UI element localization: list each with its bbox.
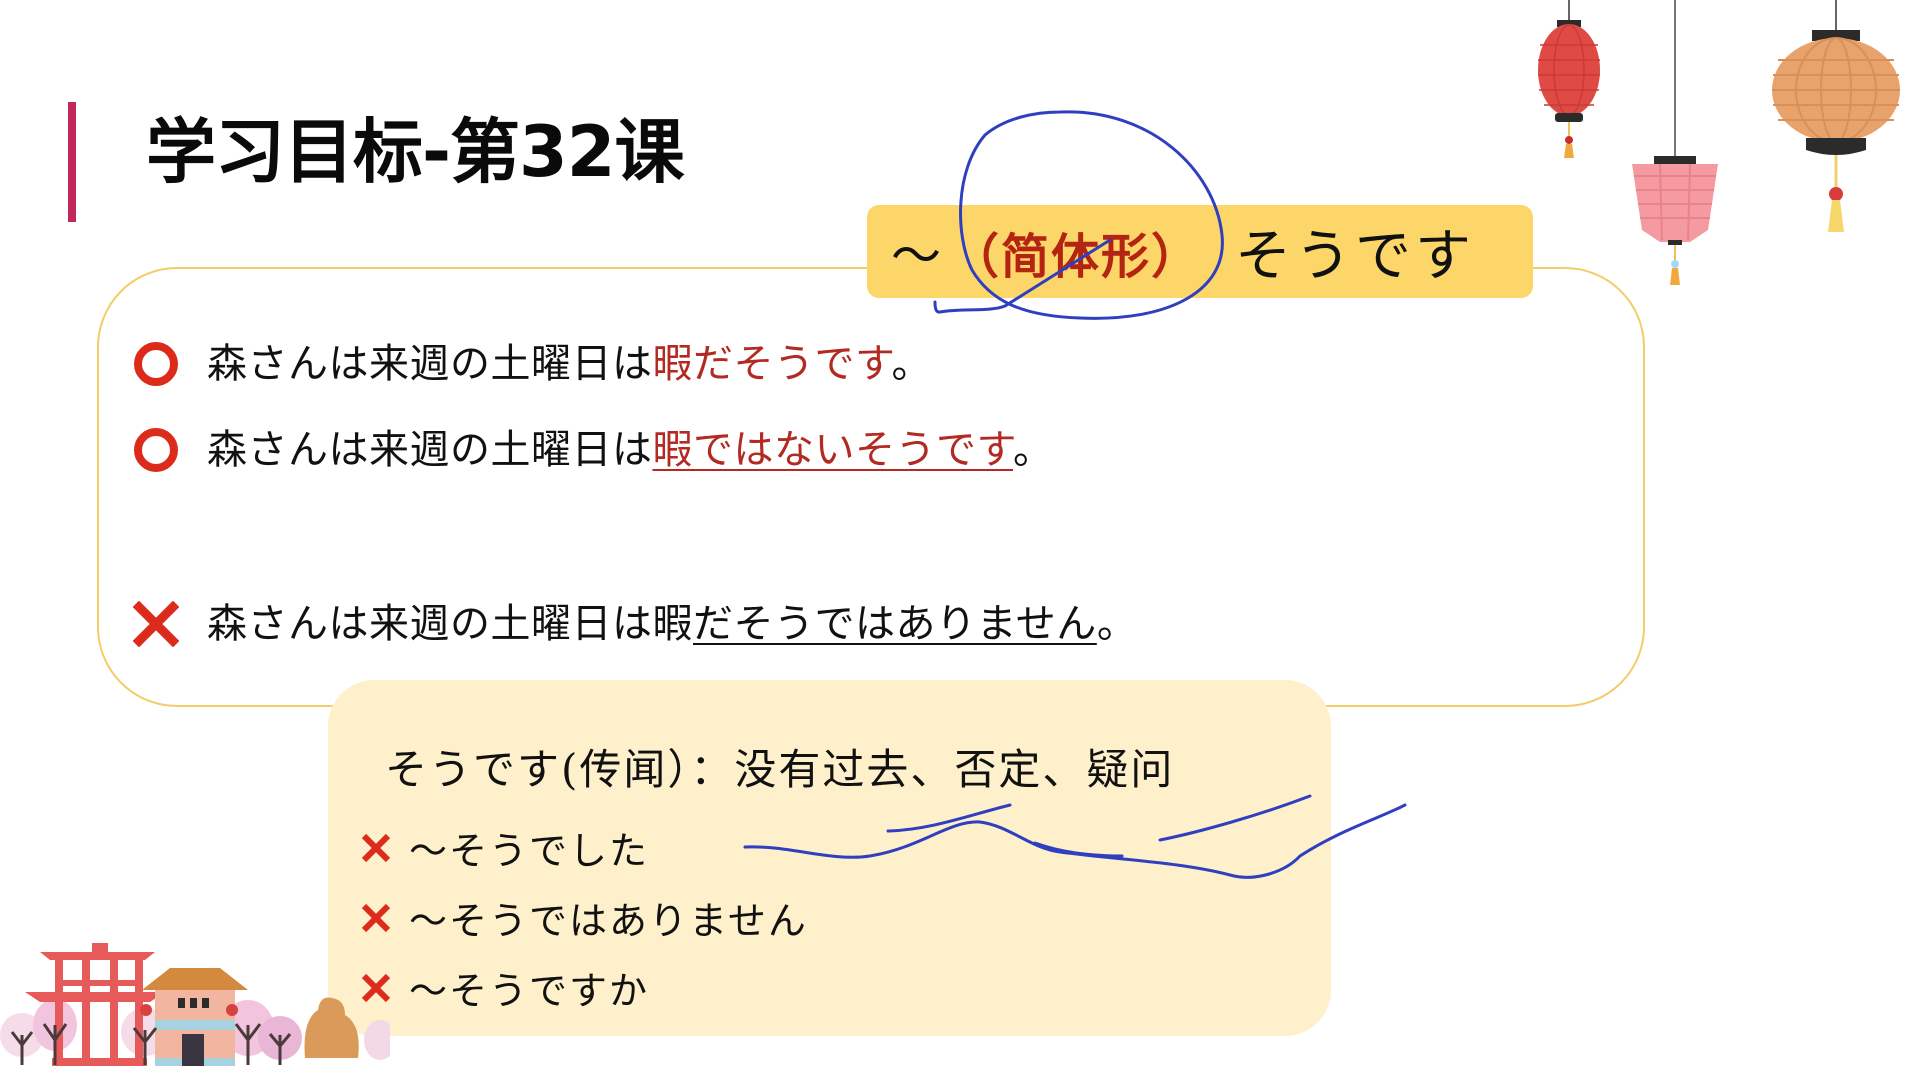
rule-note-item: ～そうでした	[359, 820, 649, 875]
wrong-cross-icon	[361, 833, 391, 862]
example-row-3: 森さんは来週の土曜日は暇だそうではありません。	[133, 598, 1137, 650]
rule-note-item-text: ～そうでした	[409, 829, 650, 873]
temple-scene-icon	[0, 943, 390, 1066]
banner-suffix: そうです	[1235, 224, 1476, 289]
pink-lantern-icon	[1632, 0, 1718, 285]
slide-title: 学习目标-第32课	[146, 111, 684, 193]
banner-tilde: ～	[891, 226, 941, 285]
example-sentence: 森さんは来週の土曜日は暇だそうです。	[207, 341, 932, 387]
banner-plain-form: （简体形）	[951, 228, 1202, 285]
title-accent-bar	[68, 102, 76, 222]
wrong-cross-icon	[361, 903, 391, 932]
wrong-cross-icon	[361, 973, 391, 1002]
example-row-1: 森さんは来週の土曜日は暇だそうです。	[133, 338, 932, 390]
rule-note-item: ～そうですか	[359, 960, 649, 1015]
orange-lantern-icon	[1772, 0, 1900, 232]
grammar-pattern-banner: ～ （简体形） そうです	[867, 205, 1533, 298]
rule-note-heading: そうです(传闻）：没有过去、否定、疑问	[385, 745, 1175, 794]
example-sentence: 森さんは来週の土曜日は暇ではないそうです。	[207, 427, 1054, 473]
examples-panel	[97, 267, 1645, 707]
example-row-2: 森さんは来週の土曜日は暇ではないそうです。	[133, 424, 1054, 476]
red-lantern-icon	[1538, 0, 1600, 158]
rule-note-item-text: ～そうですか	[409, 969, 650, 1013]
correct-circle-icon	[133, 341, 179, 387]
example-sentence: 森さんは来週の土曜日は暇だそうではありません。	[207, 601, 1138, 647]
wrong-cross-icon	[133, 601, 179, 647]
correct-circle-icon	[133, 427, 179, 473]
rule-note-item-text: ～そうではありません	[409, 899, 808, 943]
rule-note-item: ～そうではありません	[359, 890, 808, 945]
